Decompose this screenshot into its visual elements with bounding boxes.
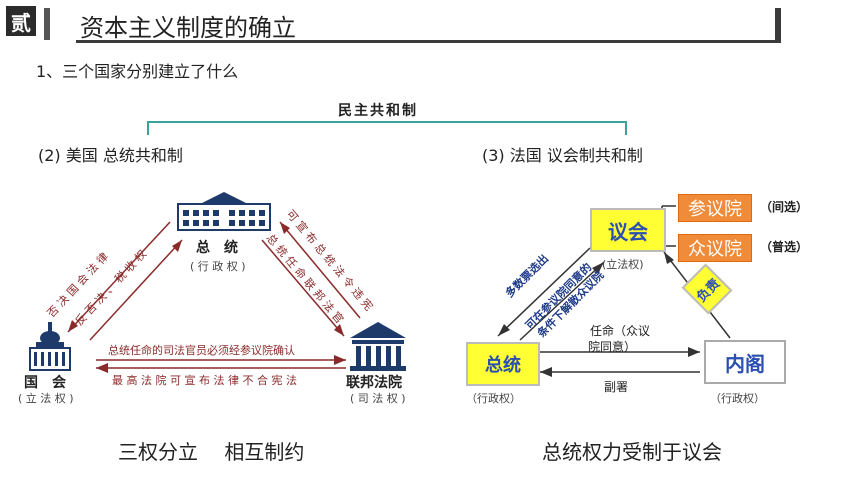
question-text: 1、三个国家分别建立了什么 (36, 62, 239, 81)
france-president-role: （行政权） (466, 392, 521, 405)
usa-court-label: 联邦法院 (346, 375, 402, 391)
france-heading: (3) 法国 议会制共和制 (482, 146, 643, 165)
title-underline-end (775, 8, 781, 42)
france-caption: 总统权力受制于议会 (542, 440, 722, 464)
usa-court-role: ( 司 法 权 ) (350, 392, 406, 405)
usa-bottom-edge-2: 最 高 法 院 可 宣 布 法 律 不 合 宪 法 (112, 373, 297, 387)
france-house-note: （普选） (760, 240, 809, 254)
usa-heading: (2) 美国 总统共和制 (38, 146, 183, 165)
france-edge-appoint-1: 任命（众议 (590, 324, 651, 338)
capitol-icon (29, 322, 71, 371)
france-senate-note: （间选） (760, 200, 809, 214)
white-house-icon (177, 192, 271, 231)
france-president-box: 总统 (466, 342, 540, 386)
page-title: 资本主义制度的确立 (80, 14, 296, 42)
title-underline (76, 40, 781, 43)
france-senate-box: 参议院 (678, 194, 752, 222)
usa-caption: 三权分立 相互制约 (118, 440, 305, 464)
usa-bottom-edge-1: 总统任命的司法官员必须经参议院确认 (108, 343, 295, 357)
france-cabinet-box: 内阁 (704, 340, 786, 384)
usa-president-role: ( 行 政 权 ) (190, 260, 246, 273)
france-house-box: 众议院 (678, 234, 752, 262)
section-badge: 贰 (6, 6, 36, 36)
title-marker (44, 8, 50, 40)
france-parliament-box: 议会 (590, 208, 666, 252)
france-edge-countersign: 副署 (604, 380, 629, 394)
republic-label: 民主共和制 (338, 103, 418, 119)
usa-president-label: 总 统 (196, 240, 238, 256)
france-parliament-role: (立法权) (602, 258, 644, 271)
france-edge-appoint-2: 院同意） (588, 340, 637, 354)
usa-congress-role: ( 立 法 权 ) (18, 392, 74, 405)
france-cabinet-role: （行政权） (710, 392, 765, 405)
usa-congress-label: 国 会 (24, 375, 66, 391)
court-icon (350, 322, 406, 371)
